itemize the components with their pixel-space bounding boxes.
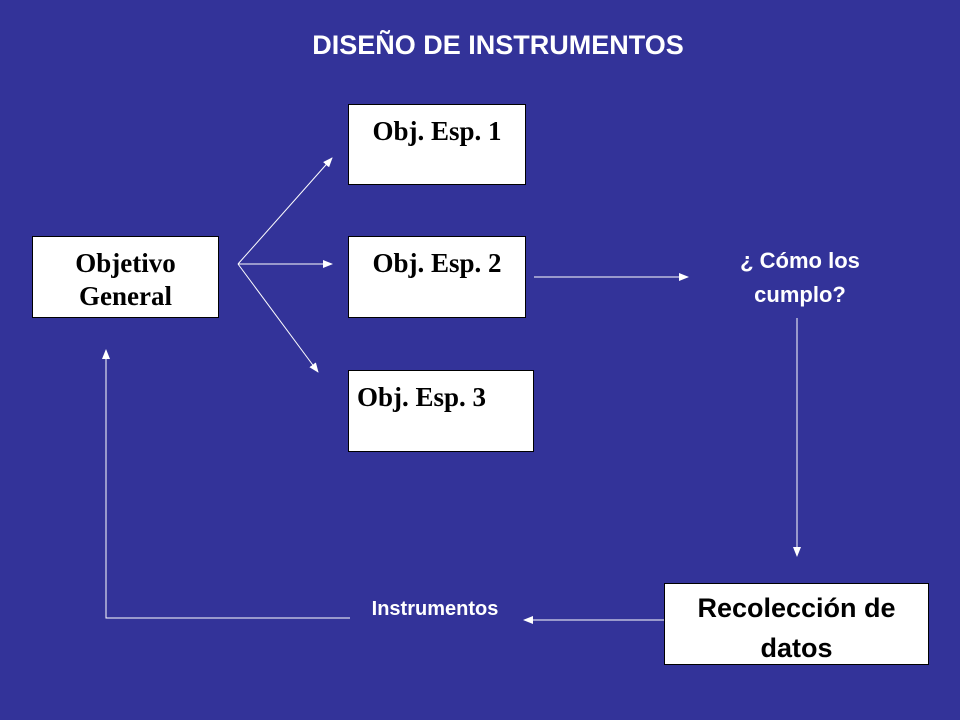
arrow-general-to-esp1 — [237, 157, 333, 265]
arrow-general-to-esp3 — [237, 263, 319, 373]
instrumentos-label: Instrumentos — [371, 598, 499, 620]
objetivo-general-box: Objetivo General — [32, 236, 219, 318]
obj-esp-1-box: Obj. Esp. 1 — [348, 104, 526, 185]
obj-esp-1-label: Obj. Esp. 1 — [372, 116, 502, 146]
obj-esp-2-label: Obj. Esp. 2 — [372, 248, 502, 278]
como-los-cumplo-label: ¿ Cómo los cumplo? — [700, 244, 900, 312]
recoleccion-line1: Recolección de — [697, 593, 896, 623]
como-line1: ¿ Cómo los — [740, 248, 860, 273]
page-title: DISEÑO DE INSTRUMENTOS — [312, 30, 684, 60]
objetivo-general-line2: General — [79, 281, 172, 311]
obj-esp-2-box: Obj. Esp. 2 — [348, 236, 526, 318]
como-line2: cumplo? — [754, 282, 846, 307]
objetivo-general-line1: Objetivo — [75, 248, 176, 278]
recoleccion-line2: datos — [760, 633, 833, 663]
recoleccion-datos-box: Recolección de datos — [664, 583, 929, 665]
obj-esp-3-label: Obj. Esp. 3 — [357, 382, 487, 412]
arrow-instrumentos-to-general — [102, 349, 350, 619]
obj-esp-3-box: Obj. Esp. 3 — [348, 370, 534, 452]
